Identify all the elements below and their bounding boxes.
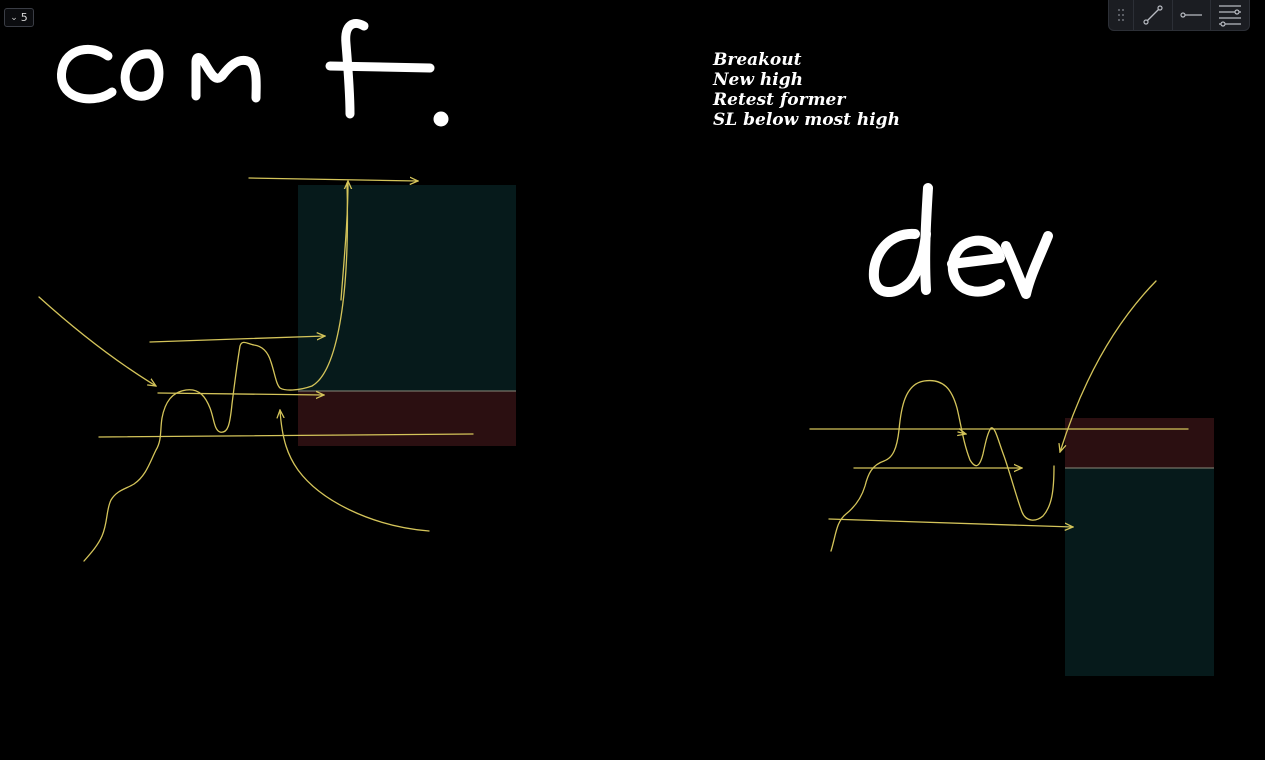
prior-high-line[interactable]: [149, 336, 325, 343]
short-position-tool[interactable]: [1065, 418, 1214, 676]
note-line: Retest former: [713, 90, 846, 110]
take-profit-zone[interactable]: [298, 185, 516, 391]
price-path[interactable]: [83, 182, 349, 562]
support-line[interactable]: [98, 433, 474, 438]
take-profit-zone[interactable]: [1065, 468, 1214, 676]
up-arrow[interactable]: [340, 181, 348, 301]
note-line: SL below most high: [713, 110, 900, 130]
trend-line-tool-icon[interactable]: [1132, 0, 1172, 30]
retest-arrow[interactable]: [958, 432, 966, 434]
drag-handle-icon[interactable]: [1109, 0, 1133, 30]
handwritten-dev: [868, 183, 1053, 299]
layer-selector-value: 5: [20, 11, 28, 24]
right-price-sketch[interactable]: [809, 280, 1189, 552]
settings-lines-icon[interactable]: [1210, 0, 1249, 30]
strategy-notes[interactable]: Breakout New high Retest former SL below…: [713, 50, 900, 130]
entry-arrow[interactable]: [1060, 280, 1157, 452]
drawing-toolbar[interactable]: [1108, 0, 1250, 31]
target-line[interactable]: [248, 178, 418, 181]
layer-selector[interactable]: ⌄ 5: [4, 8, 34, 27]
handwritten-conf: [57, 18, 449, 127]
chevron-down-icon: ⌄: [10, 12, 18, 23]
horizontal-ray-tool-icon[interactable]: [1171, 0, 1211, 30]
note-line: New high: [713, 70, 803, 90]
note-line: Breakout: [713, 50, 802, 70]
stop-loss-zone[interactable]: [298, 391, 516, 446]
stop-arrow[interactable]: [280, 410, 430, 532]
low-level-line[interactable]: [828, 518, 1073, 527]
left-price-sketch[interactable]: [38, 178, 474, 562]
breakout-level-line[interactable]: [157, 393, 324, 395]
entry-arrow[interactable]: [38, 296, 156, 386]
stop-loss-zone[interactable]: [1065, 418, 1214, 468]
long-position-tool[interactable]: [298, 185, 516, 446]
